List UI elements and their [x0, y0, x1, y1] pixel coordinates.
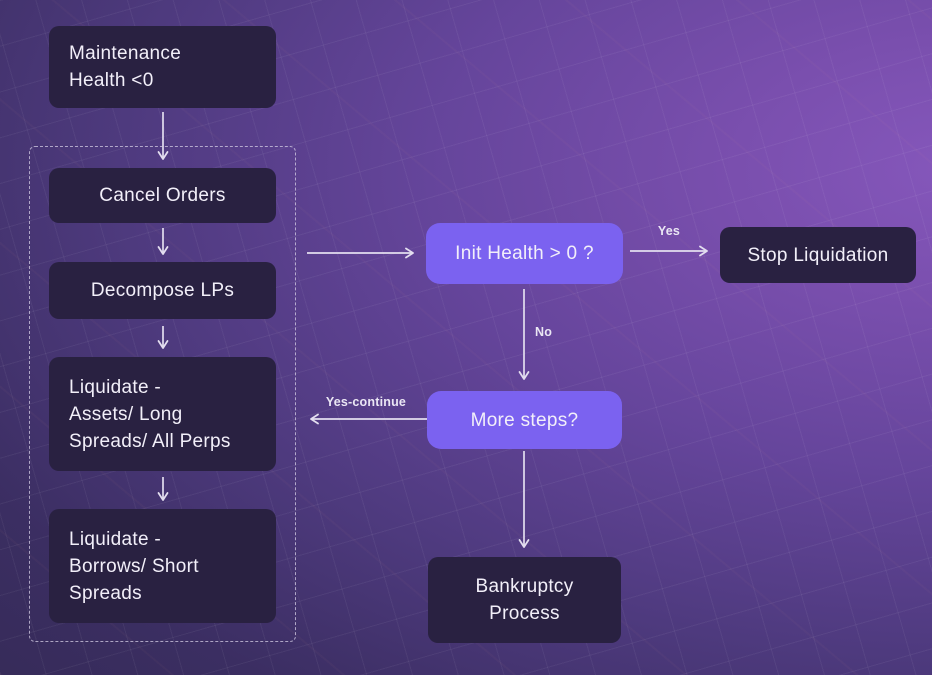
node-more-steps-decision: More steps? — [427, 391, 622, 449]
node-liquidate-assets-line3: Spreads/ All Perps — [69, 430, 231, 452]
node-liquidate-borrows-line1: Liquidate - — [69, 528, 162, 550]
node-stop-liquidation: Stop Liquidation — [720, 227, 916, 283]
liquidation-steps-group — [29, 146, 296, 642]
node-bankruptcy-line1: Bankruptcy — [475, 576, 574, 597]
node-liquidate-assets-line2: Assets/ Long — [69, 403, 183, 425]
node-maintenance-health-line1: Maintenance — [69, 43, 182, 64]
node-liquidate-assets-line1: Liquidate - — [69, 376, 162, 398]
node-more-steps-label: More steps? — [470, 409, 579, 431]
node-maintenance-health: Maintenance Health <0 — [49, 26, 276, 108]
node-init-health-label: Init Health > 0 ? — [455, 243, 594, 264]
node-cancel-orders: Cancel Orders — [49, 168, 276, 223]
node-bankruptcy-line2: Process — [489, 603, 560, 624]
node-maintenance-health-line2: Health <0 — [69, 70, 154, 91]
node-liquidate-assets: Liquidate - Assets/ Long Spreads/ All Pe… — [49, 357, 276, 471]
node-cancel-orders-label: Cancel Orders — [99, 185, 226, 206]
node-stop-liquidation-label: Stop Liquidation — [747, 244, 889, 266]
node-decompose-lps: Decompose LPs — [49, 262, 276, 319]
node-init-health-decision: Init Health > 0 ? — [426, 223, 623, 284]
node-decompose-lps-label: Decompose LPs — [90, 280, 235, 301]
edge-label-yes-continue: Yes-continue — [325, 395, 407, 409]
node-bankruptcy-process: Bankruptcy Process — [428, 557, 621, 643]
edge-label-no: No — [535, 325, 553, 339]
node-liquidate-borrows-line2: Borrows/ Short — [69, 555, 199, 577]
node-liquidate-borrows-line3: Spreads — [69, 582, 142, 604]
edge-label-yes: Yes — [657, 224, 681, 238]
node-liquidate-borrows: Liquidate - Borrows/ Short Spreads — [49, 509, 276, 623]
